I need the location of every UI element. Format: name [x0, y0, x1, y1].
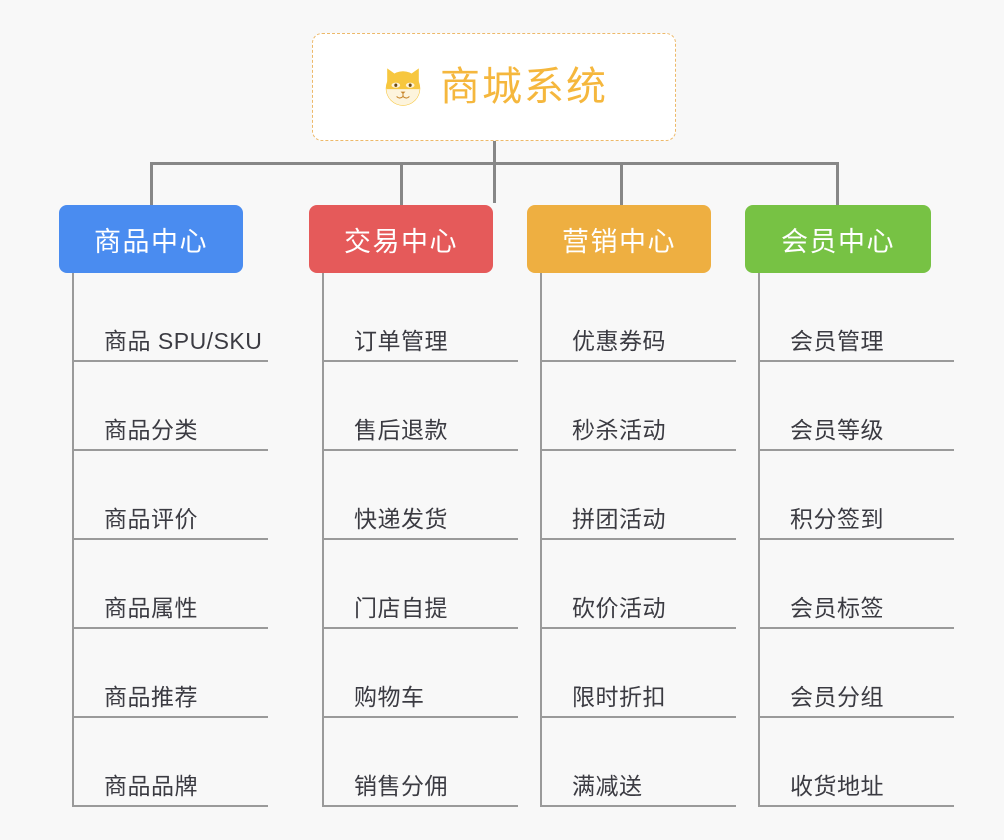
- leaf-label: 优惠券码: [542, 329, 736, 362]
- leaf-label: 商品 SPU/SKU: [74, 329, 268, 362]
- leaf-label: 会员等级: [760, 418, 954, 451]
- leaf-label: 限时折扣: [542, 685, 736, 718]
- branch-header-member[interactable]: 会员中心: [745, 205, 931, 273]
- leaf-label: 商品品牌: [74, 774, 268, 807]
- leaf-stack-trade: 订单管理 售后退款 快递发货 门店自提 购物车 销售分佣: [322, 273, 518, 807]
- root-node[interactable]: 商城系统: [312, 33, 676, 141]
- leaf-item[interactable]: 会员等级: [760, 362, 954, 451]
- leaf-label: 商品推荐: [74, 685, 268, 718]
- leaf-item[interactable]: 会员管理: [760, 273, 954, 362]
- branch-header-marketing[interactable]: 营销中心: [527, 205, 711, 273]
- branch-column-marketing: 营销中心 优惠券码 秒杀活动 拼团活动 砍价活动 限时折扣 满减送: [527, 205, 736, 807]
- leaf-label: 售后退款: [324, 418, 518, 451]
- leaf-item[interactable]: 会员标签: [760, 540, 954, 629]
- connector-drop-trade: [400, 162, 403, 207]
- branch-header-trade[interactable]: 交易中心: [309, 205, 493, 273]
- leaf-label: 商品评价: [74, 507, 268, 540]
- shiba-dog-face-icon: [385, 68, 421, 106]
- leaf-label: 收货地址: [760, 774, 954, 807]
- leaf-item[interactable]: 优惠券码: [542, 273, 736, 362]
- leaf-label: 购物车: [324, 685, 518, 718]
- leaf-item[interactable]: 商品评价: [74, 451, 268, 540]
- leaf-item[interactable]: 秒杀活动: [542, 362, 736, 451]
- branch-header-label: 会员中心: [781, 226, 895, 257]
- branch-column-trade: 交易中心 订单管理 售后退款 快递发货 门店自提 购物车 销售分佣: [309, 205, 518, 807]
- leaf-item[interactable]: 商品品牌: [74, 718, 268, 807]
- leaf-item[interactable]: 销售分佣: [324, 718, 518, 807]
- branch-column-member: 会员中心 会员管理 会员等级 积分签到 会员标签 会员分组 收货地址: [745, 205, 954, 807]
- connector-drop-marketing: [620, 162, 623, 207]
- branch-header-label: 营销中心: [562, 226, 676, 257]
- leaf-label: 销售分佣: [324, 774, 518, 807]
- leaf-label: 门店自提: [324, 596, 518, 629]
- leaf-label: 满减送: [542, 774, 736, 807]
- leaf-label: 砍价活动: [542, 596, 736, 629]
- leaf-label: 商品属性: [74, 596, 268, 629]
- leaf-label: 会员管理: [760, 329, 954, 362]
- leaf-item[interactable]: 门店自提: [324, 540, 518, 629]
- leaf-stack-products: 商品 SPU/SKU 商品分类 商品评价 商品属性 商品推荐 商品品牌: [72, 273, 268, 807]
- leaf-item[interactable]: 收货地址: [760, 718, 954, 807]
- leaf-item[interactable]: 拼团活动: [542, 451, 736, 540]
- branch-header-products[interactable]: 商品中心: [59, 205, 243, 273]
- leaf-stack-marketing: 优惠券码 秒杀活动 拼团活动 砍价活动 限时折扣 满减送: [540, 273, 736, 807]
- leaf-item[interactable]: 积分签到: [760, 451, 954, 540]
- leaf-item[interactable]: 快递发货: [324, 451, 518, 540]
- connector-drop-member: [836, 162, 839, 207]
- leaf-item[interactable]: 购物车: [324, 629, 518, 718]
- connector-root-stem: [493, 141, 496, 203]
- leaf-label: 快递发货: [324, 507, 518, 540]
- leaf-item[interactable]: 售后退款: [324, 362, 518, 451]
- leaf-label: 订单管理: [324, 329, 518, 362]
- connector-horizontal-bus: [150, 162, 838, 165]
- leaf-item[interactable]: 满减送: [542, 718, 736, 807]
- leaf-item[interactable]: 订单管理: [324, 273, 518, 362]
- leaf-item[interactable]: 商品推荐: [74, 629, 268, 718]
- leaf-item[interactable]: 会员分组: [760, 629, 954, 718]
- leaf-item[interactable]: 商品属性: [74, 540, 268, 629]
- branch-header-label: 交易中心: [344, 226, 458, 257]
- leaf-item[interactable]: 砍价活动: [542, 540, 736, 629]
- leaf-item[interactable]: 限时折扣: [542, 629, 736, 718]
- leaf-label: 商品分类: [74, 418, 268, 451]
- branch-header-label: 商品中心: [94, 226, 208, 257]
- leaf-label: 会员分组: [760, 685, 954, 718]
- leaf-label: 会员标签: [760, 596, 954, 629]
- branch-column-products: 商品中心 商品 SPU/SKU 商品分类 商品评价 商品属性 商品推荐 商品品牌: [59, 205, 268, 807]
- leaf-item[interactable]: 商品分类: [74, 362, 268, 451]
- leaf-label: 秒杀活动: [542, 418, 736, 451]
- root-title: 商城系统: [440, 65, 608, 109]
- leaf-stack-member: 会员管理 会员等级 积分签到 会员标签 会员分组 收货地址: [758, 273, 954, 807]
- leaf-label: 拼团活动: [542, 507, 736, 540]
- connector-drop-products: [150, 162, 153, 207]
- leaf-item[interactable]: 商品 SPU/SKU: [74, 273, 268, 362]
- leaf-label: 积分签到: [760, 507, 954, 540]
